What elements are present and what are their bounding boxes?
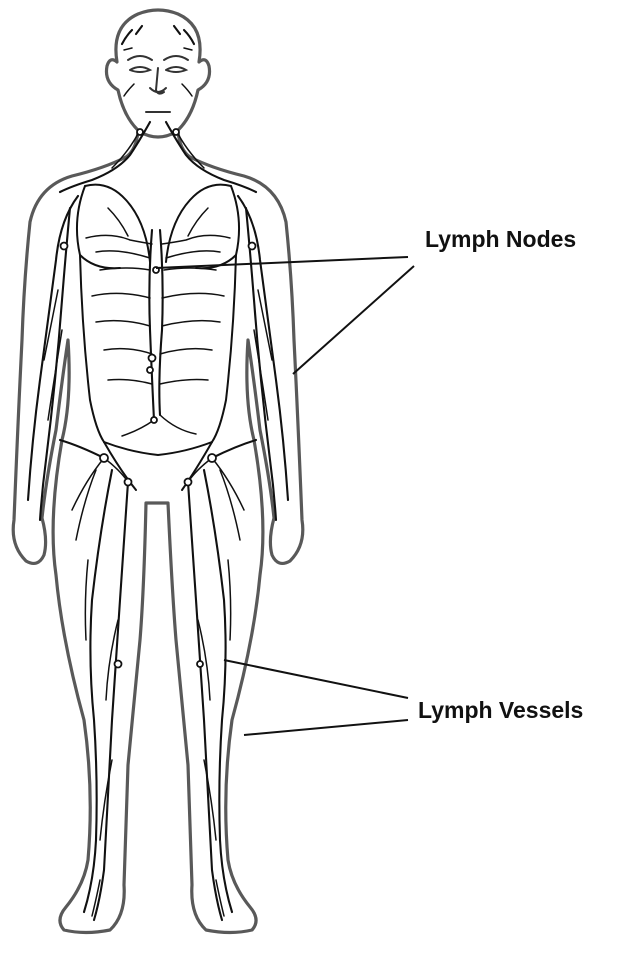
- node-knee-right: [197, 661, 203, 667]
- leader-lines: [156, 257, 414, 735]
- node-axilla-left: [61, 243, 68, 250]
- node-groin-right: [208, 454, 216, 462]
- node-inguinal-right: [185, 479, 192, 486]
- node-pelvis: [151, 417, 157, 423]
- node-axilla-right: [249, 243, 256, 250]
- node-groin-left: [100, 454, 108, 462]
- leader-vessels-upper: [224, 660, 408, 698]
- leader-nodes-arm: [293, 266, 414, 374]
- lymph-nodes-label: Lymph Nodes: [425, 226, 576, 253]
- leader-nodes-chest: [156, 257, 408, 268]
- body-outline: [13, 10, 303, 933]
- node-neck-right: [173, 129, 179, 135]
- leader-vessels-lower: [244, 720, 408, 735]
- node-knee-left: [115, 661, 122, 668]
- node-neck-left: [137, 129, 143, 135]
- node-inguinal-left: [125, 479, 132, 486]
- torso-anatomy: [77, 185, 239, 490]
- face-features: [128, 56, 188, 112]
- node-abdomen-lower: [147, 367, 153, 373]
- lymph-vessels: [28, 26, 288, 920]
- lymph-vessels-label: Lymph Vessels: [418, 697, 583, 724]
- node-abdomen-upper: [149, 355, 156, 362]
